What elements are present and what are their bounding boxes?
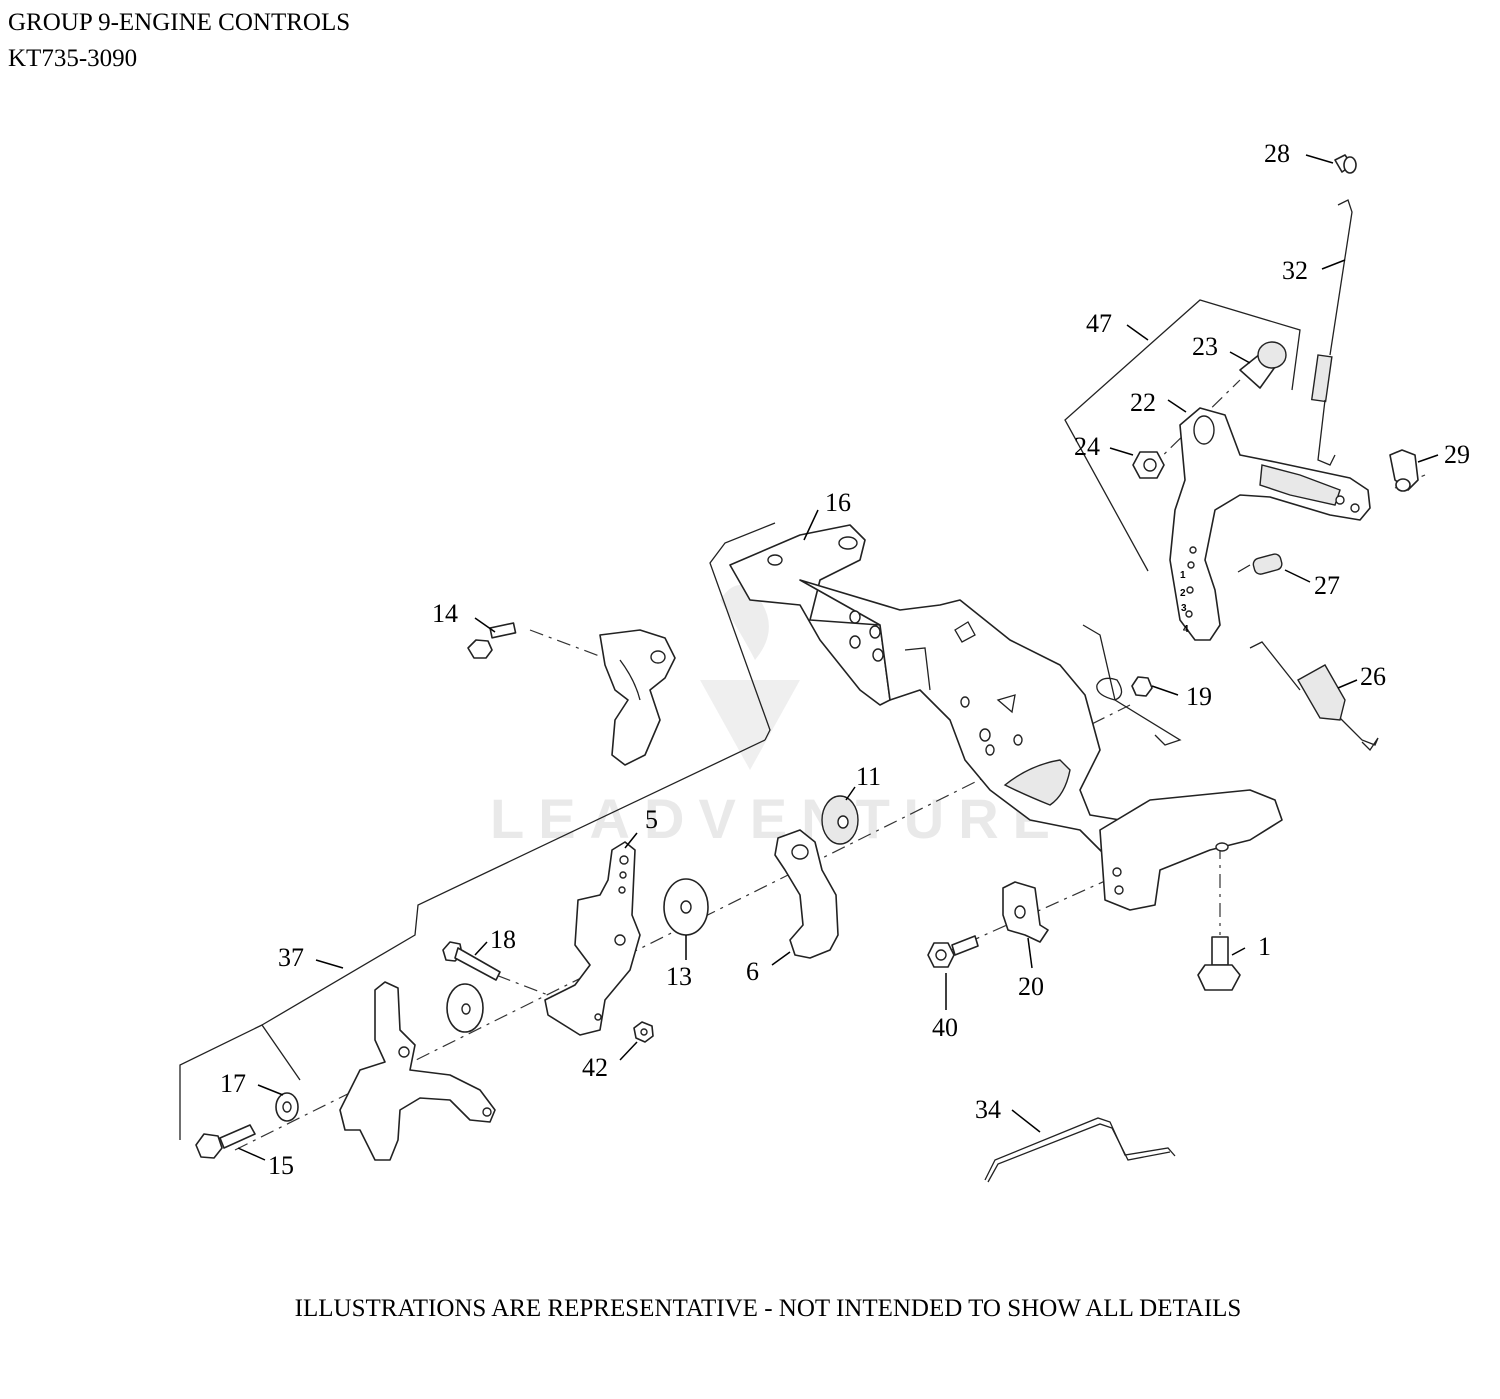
watermark-text: LEADVENTURE (490, 787, 1064, 850)
callout-11: 11 (856, 762, 881, 791)
clip-29 (1389, 449, 1419, 492)
spring-19 (1082, 624, 1182, 746)
washer-large (446, 983, 484, 1033)
watermark: LEADVENTURE (490, 585, 1064, 850)
throttle-lever-5 (544, 841, 641, 1036)
group-bracket-16 (709, 522, 776, 741)
bolt-1 (1197, 936, 1241, 991)
throttle-lever-22: 1 2 3 4 (1169, 407, 1371, 641)
callout-14: 14 (432, 599, 458, 628)
callout-5: 5 (645, 805, 658, 834)
bolt-15 (195, 1124, 256, 1159)
callout-leaders (237, 154, 1439, 1161)
callout-labels: 1 5 6 11 13 14 15 16 17 18 19 20 22 23 2… (220, 139, 1470, 1180)
callout-20: 20 (1018, 972, 1044, 1001)
washer-13 (663, 878, 709, 936)
washer-11 (821, 795, 859, 845)
callout-15: 15 (268, 1151, 294, 1180)
bolt-14 (467, 622, 517, 659)
callout-26: 26 (1360, 662, 1386, 691)
lever-scale-2: 2 (1180, 588, 1186, 599)
lever-scale-1: 1 (1180, 570, 1186, 581)
callout-23: 23 (1192, 332, 1218, 361)
washer-17 (275, 1092, 299, 1122)
callout-13: 13 (666, 962, 692, 991)
group-bracket-37 (179, 739, 766, 1140)
callout-18: 18 (490, 925, 516, 954)
callout-28: 28 (1264, 139, 1290, 168)
diagram-title: GROUP 9-ENGINE CONTROLS (8, 9, 351, 36)
nut-24 (1132, 451, 1165, 479)
callout-40: 40 (932, 1013, 958, 1042)
clip-20 (1002, 881, 1049, 943)
disclaimer-footer: ILLUSTRATIONS ARE REPRESENTATIVE - NOT I… (294, 1295, 1242, 1322)
callout-32: 32 (1282, 256, 1308, 285)
cam-lever (599, 629, 676, 766)
main-control-bracket (729, 524, 1283, 911)
link-rod-34 (984, 1117, 1176, 1183)
callout-16: 16 (825, 488, 851, 517)
callout-47: 47 (1086, 309, 1112, 338)
spring-27 (1237, 553, 1283, 575)
callout-1: 1 (1258, 932, 1271, 961)
pin-23 (1239, 341, 1287, 389)
model-number: KT735-3090 (8, 45, 138, 72)
nut-42 (633, 1021, 654, 1043)
callout-19: 19 (1186, 682, 1212, 711)
group-bracket-47 (1064, 299, 1301, 572)
lever-scale-3: 3 (1181, 603, 1187, 614)
lever-6 (774, 829, 839, 959)
callout-6: 6 (746, 957, 759, 986)
callout-37: 37 (278, 943, 304, 972)
callout-24: 24 (1074, 432, 1100, 461)
lever-scale-4: 4 (1183, 624, 1189, 635)
callout-34: 34 (975, 1095, 1001, 1124)
callout-17: 17 (220, 1069, 246, 1098)
callout-29: 29 (1444, 440, 1470, 469)
bolt-40 (927, 935, 979, 968)
spring-26 (1249, 641, 1379, 752)
lever-37 (339, 981, 496, 1161)
callout-42: 42 (582, 1053, 608, 1082)
governor-spring-rod-32 (1310, 199, 1353, 466)
callout-27: 27 (1314, 571, 1340, 600)
callout-22: 22 (1130, 388, 1156, 417)
clip-28 (1334, 154, 1357, 174)
bolt-18 (442, 941, 501, 981)
